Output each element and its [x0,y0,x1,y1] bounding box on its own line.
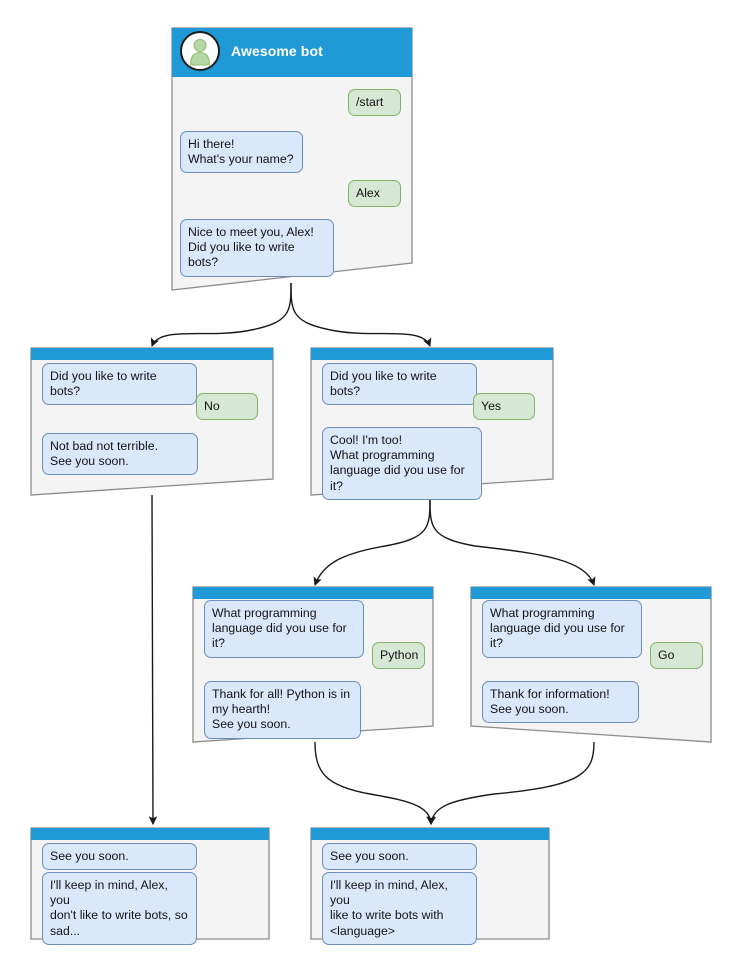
node-start[interactable]: Awesome bot /start Hi there! What's your… [168,26,416,294]
bubble-go-bot-2[interactable]: Thank for information! See you soon. [482,681,639,724]
bubble-endhappy-bot-0[interactable]: See you soon. [322,843,477,871]
node-lang-go[interactable]: What programming language did you use fo… [468,585,714,745]
user-avatar-icon [180,31,220,71]
bubble-start-bot-3[interactable]: Nice to meet you, Alex! Did you like to … [180,219,334,277]
edge-go-to-endhappy [427,741,595,826]
bubble-no-bot-2[interactable]: Not bad not terrible. See you soon. [42,433,198,476]
node-end-happy[interactable]: See you soon. I'll keep in mind, Alex, y… [308,826,552,945]
node-end-sad[interactable]: See you soon. I'll keep in mind, Alex, y… [28,826,272,945]
bubble-start-bot-1[interactable]: Hi there! What's your name? [180,131,303,174]
node-answer-yes[interactable]: Did you like to write bots? Yes Cool! I'… [308,346,556,500]
bubble-python-bot-2[interactable]: Thank for all! Python is in my hearth! S… [204,681,361,739]
node-start-title: Awesome bot [231,43,323,59]
node-start-header: Awesome bot [168,26,416,76]
bubble-endsad-bot-0[interactable]: See you soon. [42,843,197,871]
bubble-python-user-1[interactable]: Python [372,642,425,670]
bubble-endsad-bot-1[interactable]: I'll keep in mind, Alex, you don't like … [42,872,197,945]
edge-yes-to-go [429,497,596,587]
bubble-yes-user-1[interactable]: Yes [473,393,535,421]
bubble-no-user-1[interactable]: No [196,393,258,421]
node-lang-python[interactable]: What programming language did you use fo… [190,585,436,745]
edge-python-to-endhappy [314,741,435,826]
bubble-yes-bot-0[interactable]: Did you like to write bots? [322,363,477,406]
bubble-yes-bot-2[interactable]: Cool! I'm too! What programming language… [322,427,482,500]
bubble-endhappy-bot-1[interactable]: I'll keep in mind, Alex, you like to wri… [322,872,477,945]
bubble-go-bot-0[interactable]: What programming language did you use fo… [482,600,642,658]
edge-yes-to-python [313,497,431,587]
bubble-start-user-0[interactable]: /start [348,89,401,117]
bubble-go-user-1[interactable]: Go [650,642,703,670]
avatar-person-glyph [189,39,211,66]
bubble-start-user-2[interactable]: Alex [348,180,401,208]
bubble-no-bot-0[interactable]: Did you like to write bots? [42,363,197,406]
node-answer-no[interactable]: Did you like to write bots? No Not bad n… [28,346,276,498]
bubble-python-bot-0[interactable]: What programming language did you use fo… [204,600,364,658]
edge-no-to-endsad [148,494,158,826]
